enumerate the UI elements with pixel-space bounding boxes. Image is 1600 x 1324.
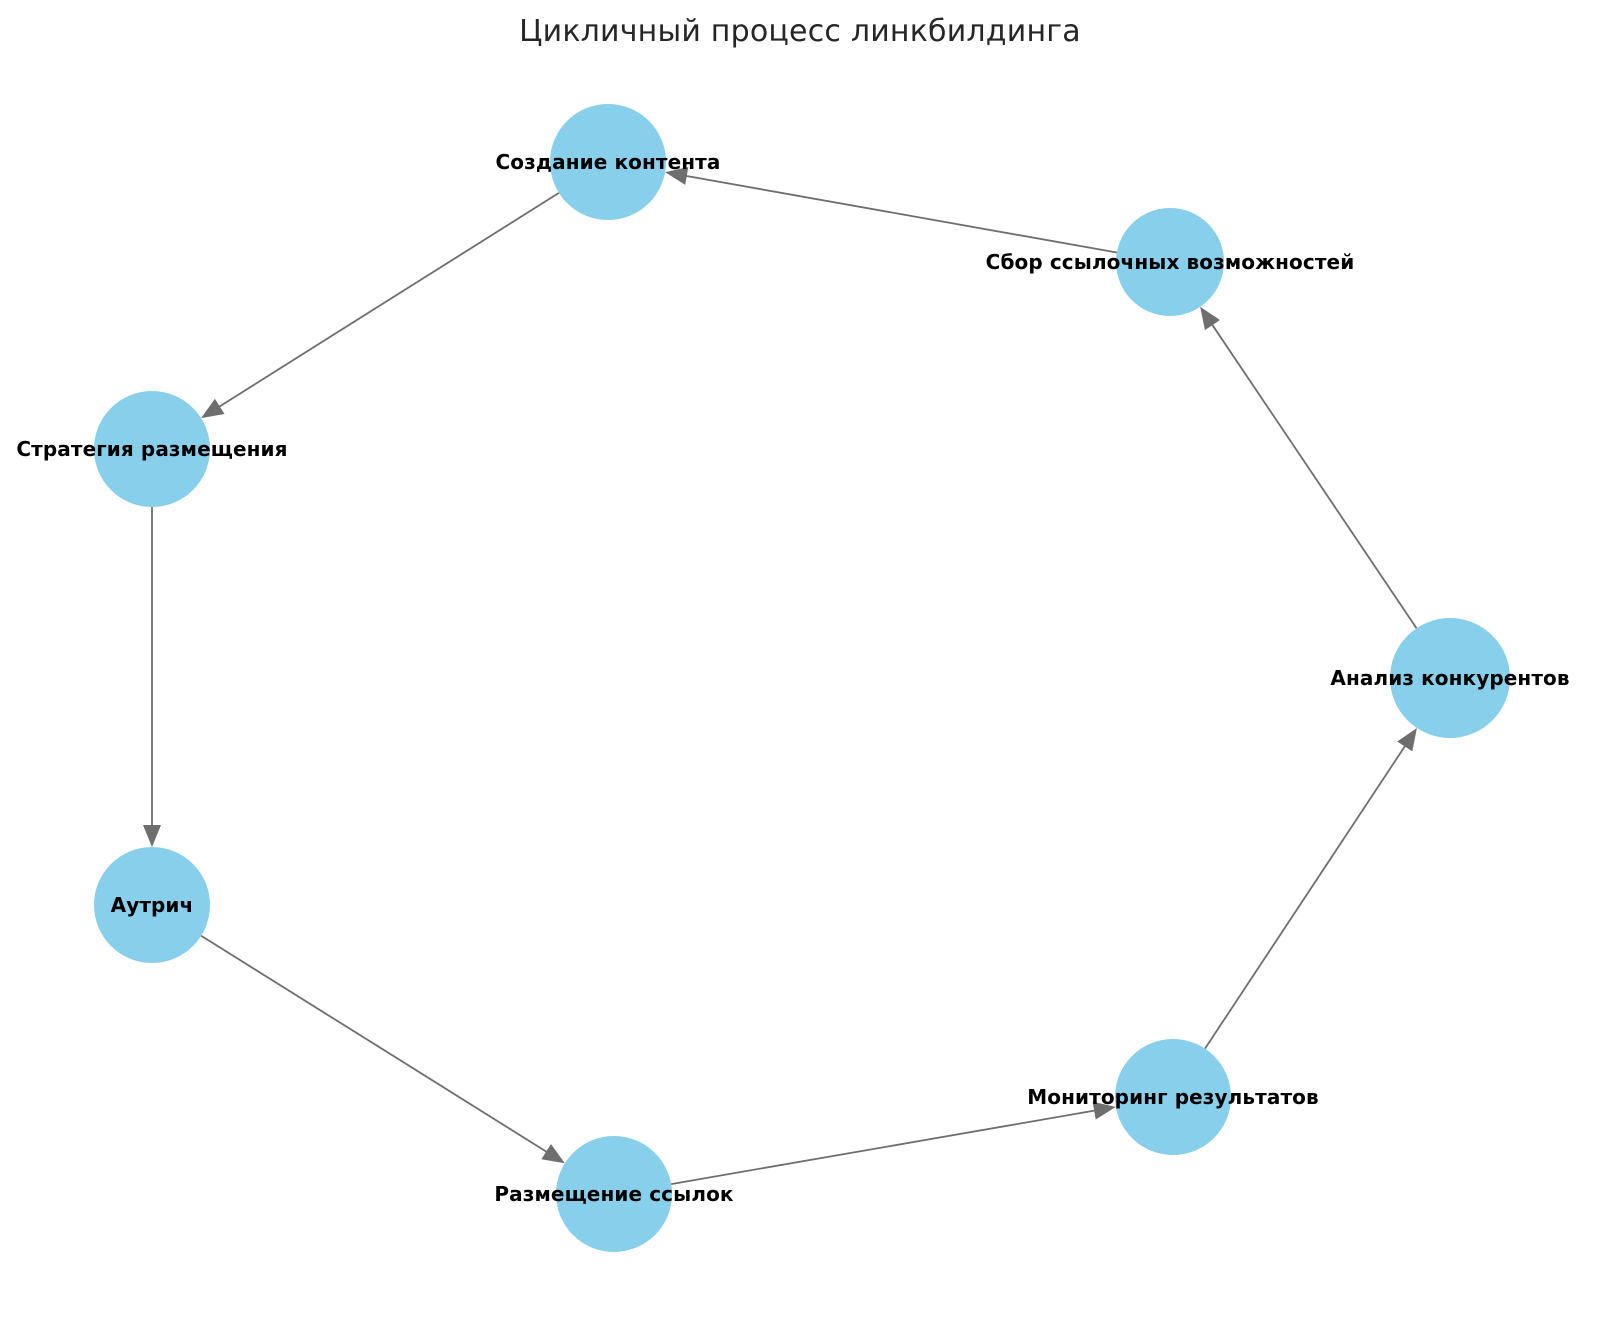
edge-competitor-to-collect	[1210, 322, 1418, 629]
edge-outreach-to-placement	[200, 934, 550, 1154]
edges-layer	[143, 167, 1418, 1185]
node-outreach[interactable]	[94, 847, 210, 963]
node-competitor[interactable]	[1390, 618, 1510, 738]
arrowhead-outreach-to-placement	[541, 1143, 565, 1164]
edge-placement-to-monitor	[670, 1109, 1098, 1185]
page-title: Цикличный процесс линкбилдинга	[519, 14, 1081, 49]
arrowhead-collect-to-content	[665, 167, 689, 185]
node-strategy[interactable]	[94, 391, 210, 507]
arrowhead-competitor-to-collect	[1200, 306, 1220, 331]
edge-monitor-to-competitor	[1204, 743, 1408, 1050]
node-placement[interactable]	[556, 1136, 672, 1252]
arrowhead-content-to-strategy	[201, 398, 225, 419]
edge-collect-to-content	[683, 174, 1117, 254]
arrowhead-monitor-to-competitor	[1397, 728, 1417, 752]
node-collect[interactable]	[1116, 208, 1224, 316]
node-monitor[interactable]	[1115, 1039, 1231, 1155]
arrowhead-strategy-to-outreach	[143, 825, 161, 847]
arrowhead-placement-to-monitor	[1092, 1101, 1116, 1120]
node-content[interactable]	[550, 104, 666, 220]
edge-content-to-strategy	[216, 192, 560, 409]
nodes-layer	[94, 104, 1510, 1252]
